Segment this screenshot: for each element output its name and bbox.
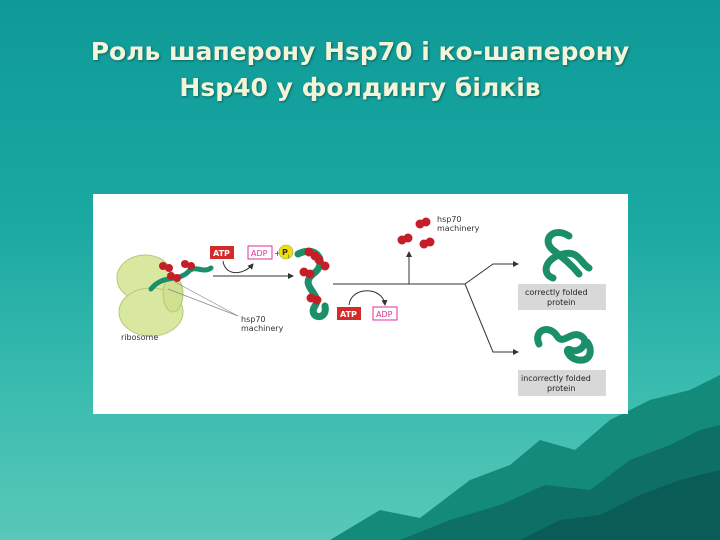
- ribosome: [117, 255, 183, 336]
- hsp70-machinery-bottom-line1: hsp70: [241, 315, 266, 324]
- correct-label-line1: correctly folded: [525, 288, 588, 297]
- slide-title: Роль шаперону Hsp70 і ко-шаперону Hsp40 …: [0, 34, 720, 106]
- adp-label-2: ADP: [376, 310, 393, 319]
- correctly-folded-protein: [546, 233, 589, 278]
- correct-label-line2: protein: [547, 298, 575, 307]
- ribosome-label: ribosome: [121, 333, 158, 342]
- incorrect-label-line2: protein: [547, 384, 575, 393]
- atp-label-1: ATP: [213, 249, 230, 258]
- atp-label-2: ATP: [340, 310, 357, 319]
- chaperone-diagram: ribosome ATP ADP + P i hsp70 machinery: [93, 194, 628, 414]
- incorrect-label-line1: incorrectly folded: [521, 374, 591, 383]
- atp-hydrolysis-arrow-2: [349, 291, 385, 305]
- arrow-to-correct: [443, 264, 518, 284]
- hsp70-machinery-top-line2: machinery: [437, 224, 480, 233]
- incorrectly-folded-protein: [538, 330, 591, 361]
- adp-label-1: ADP: [251, 249, 268, 258]
- hsp70-machinery-top-line1: hsp70: [437, 215, 462, 224]
- pointer-line-2: [175, 282, 238, 316]
- slide-title-line-2: Hsp40 у фолдингу білків: [0, 70, 720, 106]
- hsp70-machinery-bottom-line2: machinery: [241, 324, 284, 333]
- slide-title-line-1: Роль шаперону Hsp70 і ко-шаперону: [0, 34, 720, 70]
- atp-hydrolysis-arrow-1: [223, 261, 253, 273]
- free-hsp70: [398, 218, 435, 249]
- pi-subscript: i: [288, 254, 289, 260]
- arrow-to-incorrect: [443, 284, 518, 352]
